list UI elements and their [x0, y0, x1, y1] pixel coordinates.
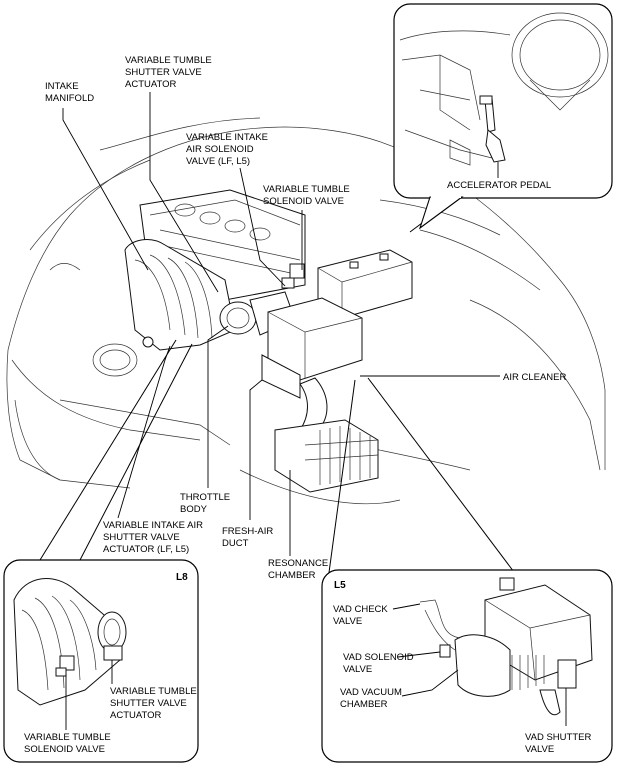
vad-solenoid-valve-label: VAD SOLENOID VALVE: [343, 652, 416, 675]
dashboard-illustration: [399, 30, 511, 166]
intake-manifold-illustration: [124, 239, 236, 351]
vad-vacuum-chamber-label: VAD VACUUM CHAMBER: [340, 687, 405, 710]
vad-check-valve-label: VAD CHECK VALVE: [333, 604, 390, 627]
variable-tumble-solenoid-valve-label: VARIABLE TUMBLE SOLENOID VALVE: [263, 184, 352, 207]
air-cleaner-illustration: [261, 297, 363, 399]
l8-variable-tumble-shutter-valve-actuator-label: VARIABLE TUMBLE SHUTTER VALVE ACTUATOR: [110, 686, 199, 721]
accelerator-pedal-label: ACCELERATOR PEDAL: [447, 180, 551, 191]
main-leader-lines: [62, 92, 500, 556]
accelerator-pedal-inset: ACCELERATOR PEDAL: [393, 3, 613, 230]
l8-tag: L8: [176, 572, 188, 583]
resonance-chamber-label: RESONANCE CHAMBER: [268, 558, 331, 581]
l5-air-cleaner-illustration: [419, 577, 593, 716]
l8-variable-tumble-solenoid-valve-label: VARIABLE TUMBLE SOLENOID VALVE: [24, 732, 113, 755]
l5-inset: L5 VAD CHECK VALVE: [321, 569, 613, 763]
steering-wheel-illustration: [511, 12, 609, 111]
air-cleaner-label: AIR CLEANER: [503, 372, 566, 383]
intake-manifold-label: INTAKE MANIFOLD: [45, 81, 94, 104]
resonance-chamber-illustration: [274, 377, 379, 493]
l8-manifold-illustration: [13, 578, 127, 706]
vad-shutter-valve-label: VAD SHUTTER VALVE: [525, 732, 594, 755]
fresh-air-duct-label: FRESH-AIR DUCT: [222, 526, 276, 549]
variable-intake-air-solenoid-valve-label: VARIABLE INTAKE AIR SOLENOID VALVE (LF, …: [186, 132, 271, 167]
variable-intake-air-shutter-valve-actuator-label: VARIABLE INTAKE AIR SHUTTER VALVE ACTUAT…: [103, 520, 206, 555]
l8-inset: L8 VARIABLE TUMBLE SHUTTER VALVE ACTUATO…: [3, 559, 199, 763]
l5-tag: L5: [334, 580, 346, 591]
car-body-illustration: [6, 117, 606, 505]
variable-tumble-shutter-valve-actuator-label: VARIABLE TUMBLE SHUTTER VALVE ACTUATOR: [125, 55, 214, 90]
accelerator-pedal-illustration: [479, 95, 506, 163]
throttle-body-label: THROTTLE BODY: [180, 492, 233, 515]
